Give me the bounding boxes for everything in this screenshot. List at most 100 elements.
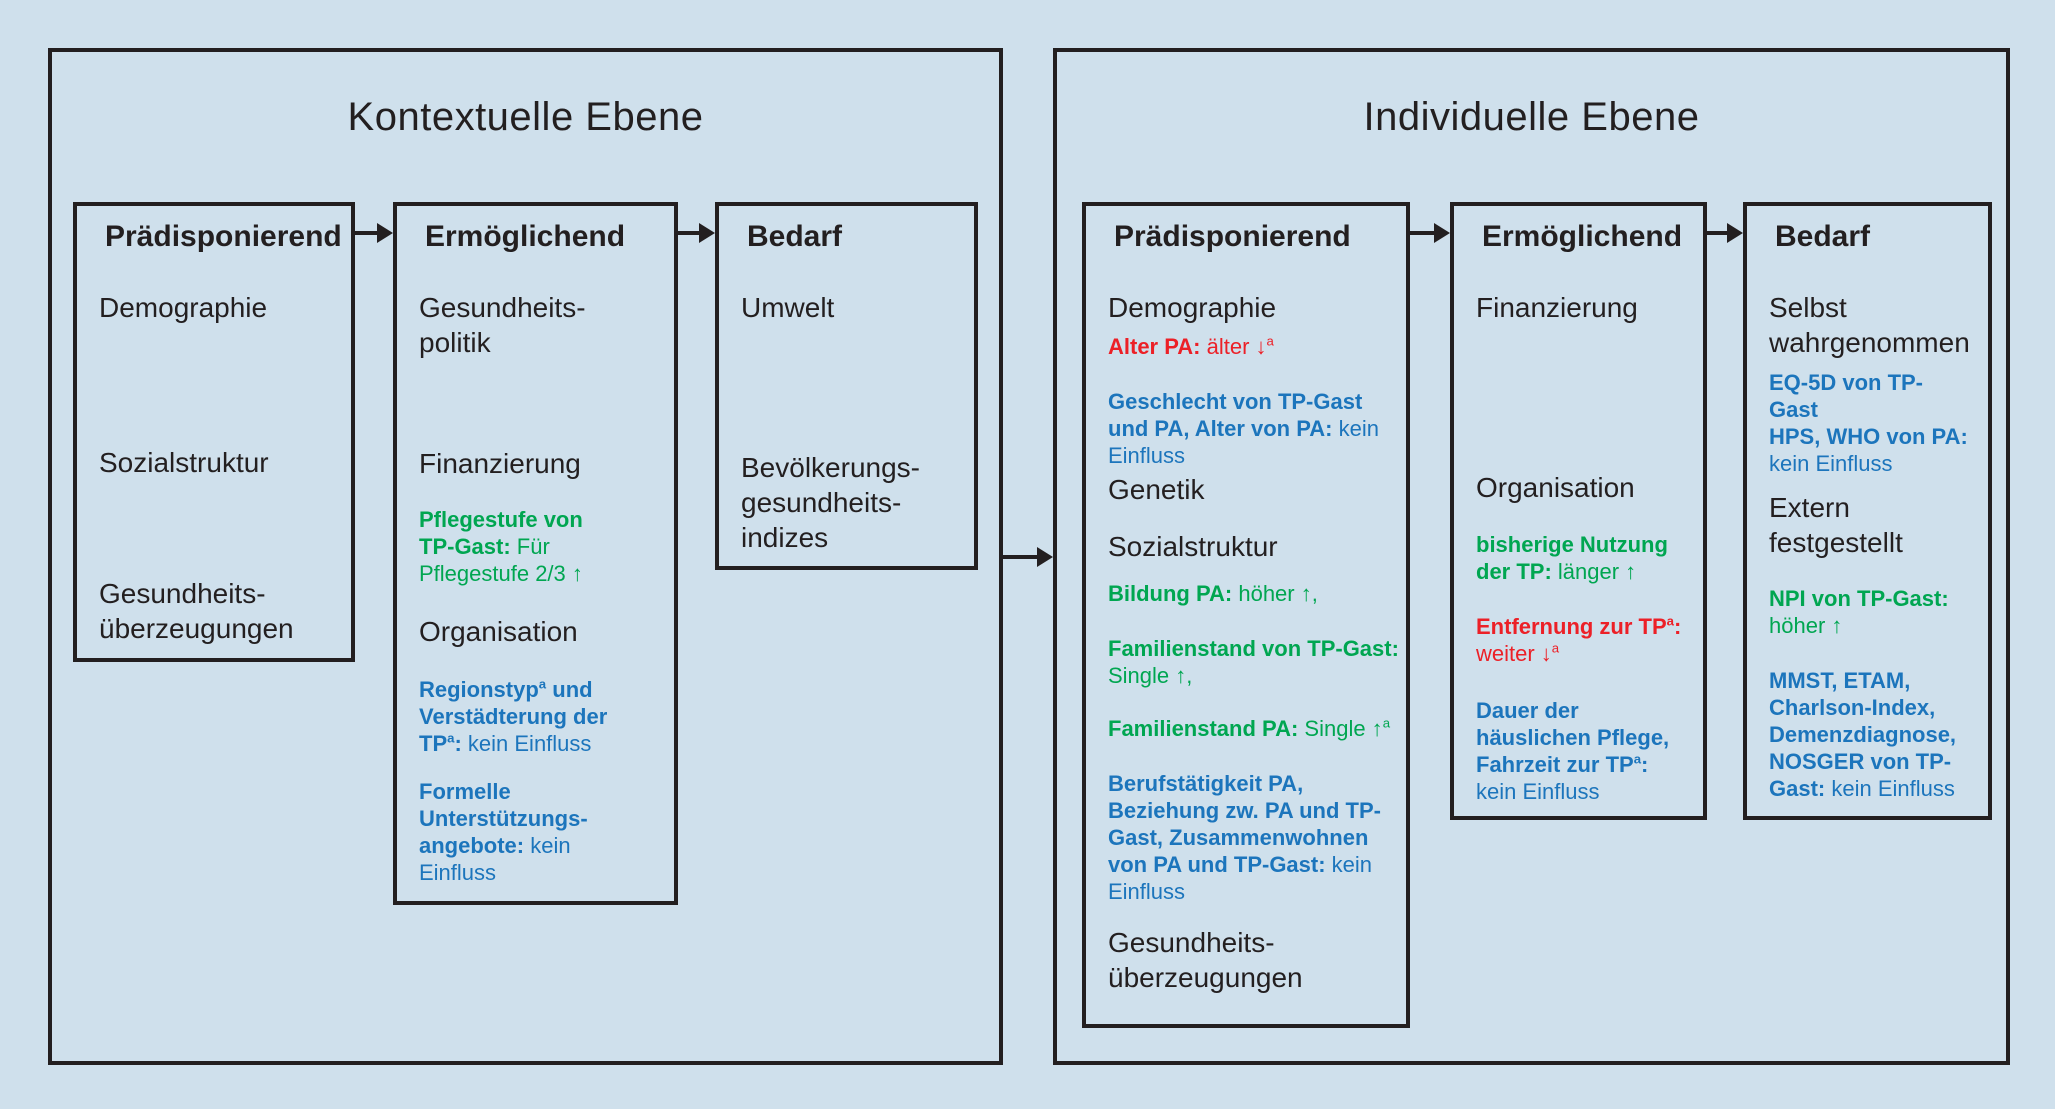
category-label: Bevölkerungs-gesundheits-indizes [741,450,970,555]
finding-segment: Einfluss [1108,879,1186,904]
arrow-ermoeglichend-to-bedarf [1707,222,1743,244]
finding-segment: : [454,731,462,756]
arrow-head-icon [377,223,393,243]
superscript-note-a: a [447,730,455,746]
category-line: gesundheits- [741,487,902,518]
finding-segment: älter ↓ [1200,334,1267,359]
arrow-ermoeglichend-to-bedarf [678,222,715,244]
category-line: Demographie [99,292,268,323]
finding-segment: kein Einfluss [1825,776,1955,801]
superscript-note-a: a [1666,613,1674,629]
arrow-praedisponierend-to-ermoeglichend [355,222,393,244]
finding-segment: kein Einfluss [1769,451,1893,476]
arrow-head-icon [1727,223,1743,243]
box-header: Prädisponierend [105,220,342,253]
category-line: Finanzierung [419,448,581,479]
finding-segment: Beziehung zw. PA und TP- [1108,798,1381,823]
category-label: Organisation [419,614,670,649]
category-line: Umwelt [741,292,835,323]
finding-segment: von PA und TP-Gast: [1108,852,1326,877]
finding-segment: Einfluss [419,860,497,885]
arrow-head-icon [1434,223,1450,243]
finding-segment: länger ↑ [1551,559,1637,584]
finding-segment: Demenzdiagnose, [1769,722,1957,747]
finding-segment: TP [419,731,448,756]
finding-segment: MMST, ETAM, [1769,668,1911,693]
category-line: Extern [1769,492,1850,523]
finding-text: Entfernung zur TPa:weiter ↓a [1476,613,1699,667]
finding-segment: Charlson-Index, [1769,695,1936,720]
finding-segment: Gast: [1769,776,1826,801]
category-line: Selbst [1769,292,1847,323]
finding-segment: Single ↑ [1298,716,1383,741]
panel-title-individual: Individuelle Ebene [1363,95,1700,139]
finding-segment: bisherige Nutzung [1476,532,1668,557]
finding-segment: Einfluss [1108,443,1186,468]
finding-text: MMST, ETAM,Charlson-Index,Demenzdiagnose… [1769,667,1984,802]
category-label: Finanzierung [419,446,670,481]
category-line: Gesundheits- [1108,927,1275,958]
finding-text: NPI von TP-Gast:höher ↑ [1769,585,1984,639]
box-header: Ermöglichend [1482,220,1683,253]
finding-segment: kein [524,833,571,858]
category-label: Umwelt [741,290,970,325]
finding-segment: Familienstand von TP-Gast: [1108,636,1399,661]
finding-segment: Dauer der [1476,698,1579,723]
finding-segment: Gast, Zusammenwohnen [1108,825,1369,850]
category-line: Organisation [1476,472,1635,503]
category-line: Demographie [1108,292,1277,323]
finding-segment: TP-Gast: [419,534,511,559]
finding-segment: Pflegestufe von [419,507,583,532]
category-label: Genetik [1108,472,1402,507]
finding-segment: weiter ↓ [1476,641,1552,666]
finding-segment: Single ↑, [1108,663,1193,688]
arrow-line [678,231,704,235]
superscript-note-a: a [1266,333,1274,349]
box-header: Prädisponierend [1114,220,1351,253]
finding-segment: Verstädterung der [419,704,608,729]
finding-segment: Regionstyp [419,677,539,702]
finding-segment: Unterstützungs- [419,806,588,831]
arrow-praedisponierend-to-ermoeglichend [1410,222,1450,244]
finding-text: Bildung PA: höher ↑, [1108,580,1402,607]
finding-text: Familienstand von TP-Gast:Single ↑, [1108,635,1402,689]
finding-segment: Formelle [419,779,511,804]
finding-segment: häuslichen Pflege, [1476,725,1670,750]
category-label: Gesundheits-politik [419,290,670,360]
category-line: festgestellt [1769,527,1903,558]
category-line: überzeugungen [1108,962,1303,993]
arrow-line [1003,555,1042,559]
category-line: Gesundheits- [419,292,586,323]
finding-segment: höher ↑ [1769,613,1843,638]
arrow-head-icon [1037,547,1053,567]
finding-segment: Gast [1769,397,1818,422]
finding-segment: kein [1332,416,1379,441]
finding-text: Familienstand PA: Single ↑a [1108,715,1402,742]
finding-segment: EQ-5D von TP- [1769,370,1924,395]
finding-segment: kein [1325,852,1373,877]
finding-segment: Alter PA: [1108,334,1201,359]
category-line: politik [419,327,491,358]
category-label: Demographie [1108,290,1402,325]
finding-segment: und [546,677,593,702]
superscript-note-a: a [1551,640,1560,656]
category-line: Sozialstruktur [1108,531,1278,562]
category-label: Sozialstruktur [1108,529,1402,564]
finding-segment: kein Einfluss [1476,779,1600,804]
category-line: indizes [741,522,829,553]
finding-segment: Familienstand PA: [1108,716,1299,741]
superscript-note-a: a [1633,751,1642,767]
category-label: Organisation [1476,470,1699,505]
arrow-line [1707,231,1732,235]
